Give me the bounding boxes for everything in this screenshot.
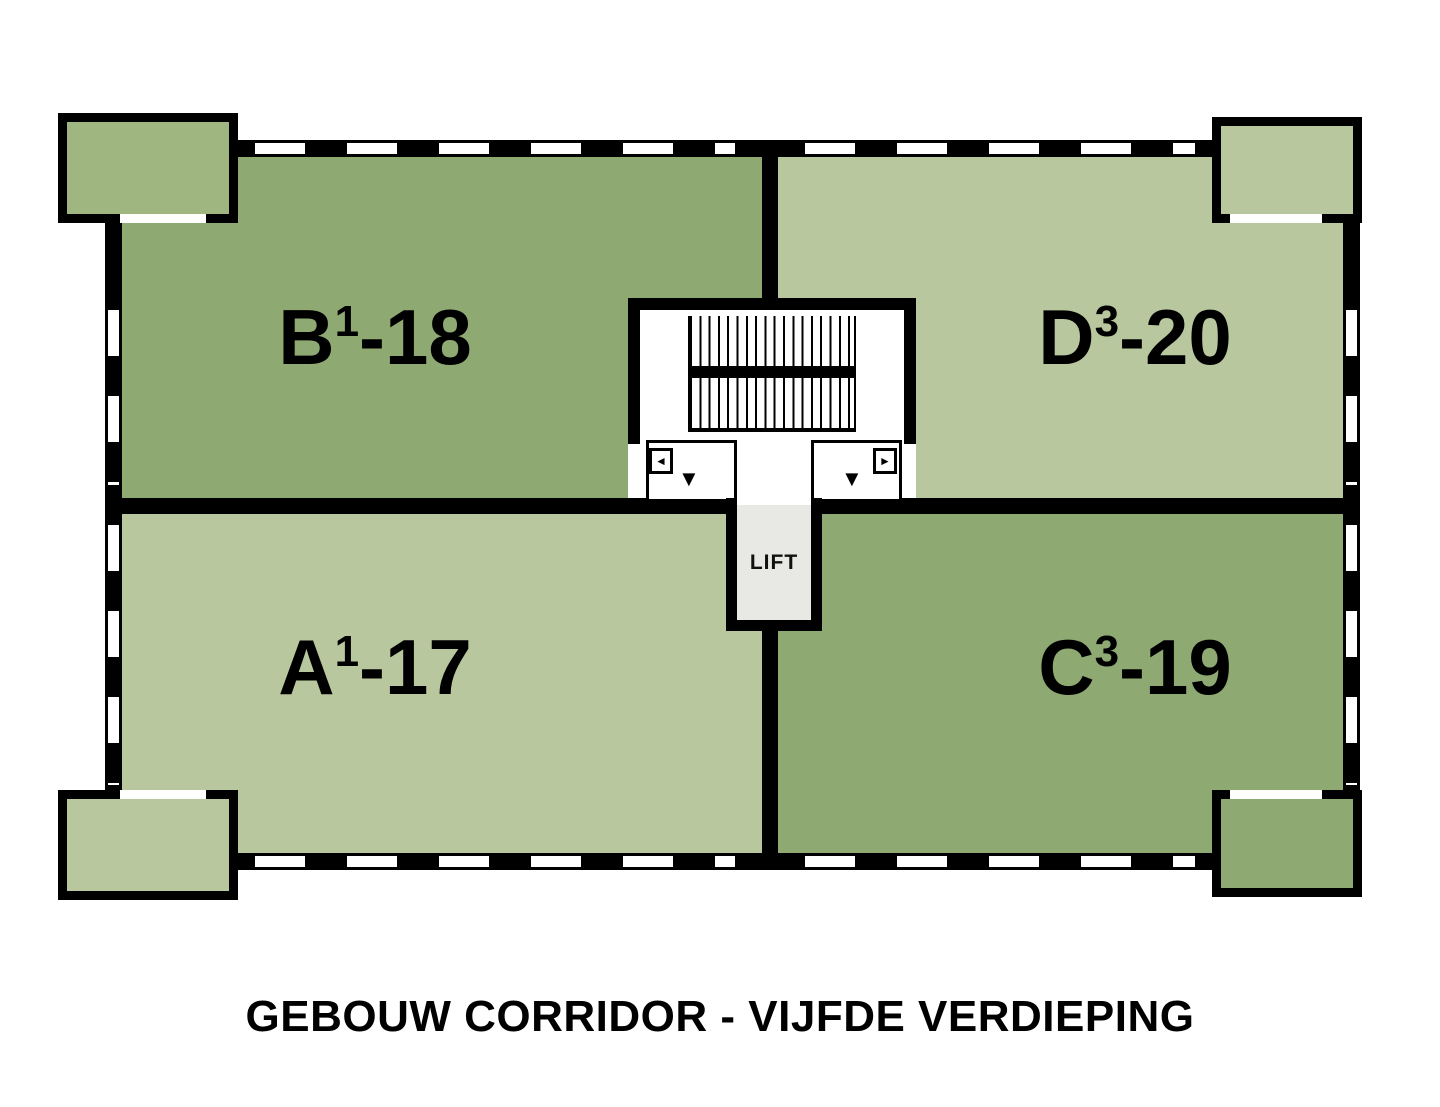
interior-wall-vertical-bottom — [762, 620, 778, 860]
window-band-right-lower — [1343, 525, 1360, 785]
window-band-bottom-left — [255, 853, 735, 870]
staircase-base-line — [688, 428, 856, 432]
arrow-down-left-icon: ▼ — [678, 466, 700, 491]
arrow-left-icon: ◄ — [655, 454, 667, 468]
window-band-bottom-right — [805, 853, 1195, 870]
window-band-top-right — [805, 140, 1195, 157]
floor-plan-caption: GEBOUW CORRIDOR - VIJFDE VERDIEPING — [245, 992, 1195, 1041]
door-swing-marker-right: ► — [873, 448, 897, 474]
unit-label-b1-18: B 1 -18 — [278, 298, 472, 376]
unit-letter: A — [278, 623, 335, 711]
balcony-door-gap-top-right — [1230, 214, 1322, 223]
window-band-right-upper — [1343, 310, 1360, 485]
unit-suffix: -20 — [1119, 293, 1232, 381]
lift-wall-bottom — [726, 620, 822, 631]
interior-wall-vertical-top — [762, 148, 778, 310]
unit-superscript: 1 — [334, 627, 360, 676]
unit-superscript: 1 — [334, 297, 360, 346]
balcony-bottom-left — [58, 790, 238, 900]
unit-label-a1-17: A 1 -17 — [278, 628, 472, 706]
arrow-down-right-icon: ▼ — [841, 466, 863, 491]
balcony-door-gap-bottom-right — [1230, 790, 1322, 799]
unit-suffix: -19 — [1119, 623, 1232, 711]
unit-label-c3-19: C 3 -19 — [1038, 628, 1232, 706]
balcony-top-left — [58, 113, 238, 223]
unit-suffix: -17 — [359, 623, 472, 711]
unit-superscript: 3 — [1094, 297, 1120, 346]
unit-label-d3-20: D 3 -20 — [1038, 298, 1232, 376]
stairwell-door-opening-right — [904, 444, 916, 498]
window-band-left-lower — [105, 525, 122, 785]
staircase-landing — [688, 366, 856, 378]
arrow-right-icon: ► — [879, 454, 891, 468]
lift-shaft: LIFT — [737, 505, 811, 620]
lift-door-opening — [737, 498, 811, 508]
unit-suffix: -18 — [359, 293, 472, 381]
window-band-left-upper — [105, 310, 122, 485]
unit-letter: D — [1038, 293, 1095, 381]
balcony-door-gap-bottom-left — [120, 790, 206, 799]
lift-label: LIFT — [749, 550, 799, 574]
stairwell-door-opening-left — [628, 444, 640, 498]
balcony-door-gap-top-left — [120, 214, 206, 223]
window-band-top-left — [255, 140, 735, 157]
unit-letter: B — [278, 293, 335, 381]
unit-letter: C — [1038, 623, 1095, 711]
unit-superscript: 3 — [1094, 627, 1120, 676]
lift-wall-left — [726, 498, 737, 631]
lift-wall-right — [811, 498, 822, 631]
balcony-bottom-right — [1212, 790, 1362, 897]
door-swing-marker-left: ◄ — [649, 448, 673, 474]
balcony-top-right — [1212, 117, 1362, 223]
